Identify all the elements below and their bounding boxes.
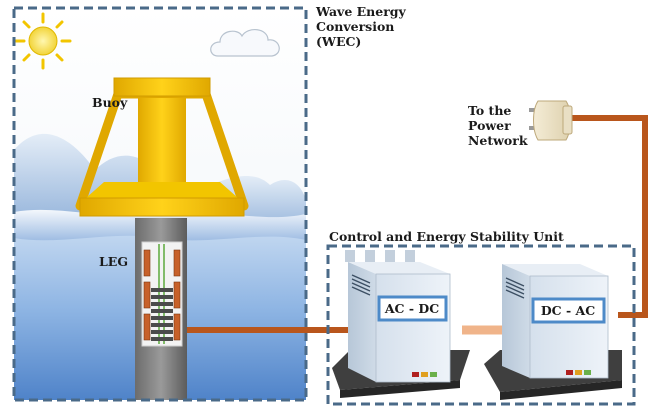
leg-label: LEG — [99, 254, 128, 269]
power-label-line2: Power — [468, 118, 511, 133]
leg-magnets — [151, 288, 173, 341]
power-label-line1: To the — [468, 103, 512, 118]
wec-title-line3: (WEC) — [316, 34, 362, 49]
leg-coils — [143, 249, 181, 341]
acdc-label: AC - DC — [384, 301, 439, 316]
acdc-cabinet — [332, 250, 470, 398]
control-unit-title: Control and Energy Stability Unit — [329, 229, 564, 244]
power-label-line3: Network — [468, 133, 528, 148]
wec-title: Wave Energy Conversion (WEC) — [316, 4, 406, 49]
sun-icon — [14, 12, 72, 70]
buoy — [75, 77, 249, 217]
cloud-icon — [210, 29, 280, 57]
dcac-label: DC - AC — [541, 303, 595, 318]
control-unit-frame — [326, 244, 636, 406]
dcac-cabinet — [484, 264, 622, 400]
power-plug-icon — [529, 100, 573, 141]
buoy-label: Buoy — [92, 95, 128, 110]
wec-title-line2: Conversion — [316, 19, 395, 34]
wec-title-line1: Wave Energy — [316, 4, 406, 19]
wec-frame — [12, 6, 308, 402]
power-network-label: To the Power Network — [468, 103, 528, 148]
